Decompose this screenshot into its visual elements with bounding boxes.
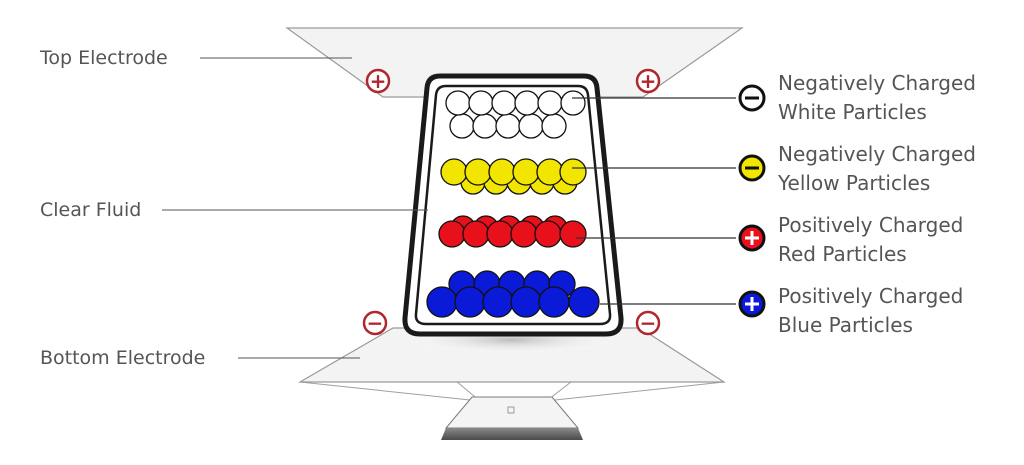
legend-red-line2: Red Particles xyxy=(778,242,907,266)
red-particle xyxy=(486,220,514,248)
legend-yellow-line1: Negatively Charged xyxy=(778,142,976,166)
yellow-particle xyxy=(512,158,540,186)
microcapsule-cell xyxy=(402,73,624,337)
legend-blue-line1: Positively Charged xyxy=(778,284,963,308)
legend-yellow-line2: Yellow Particles xyxy=(777,171,930,195)
blue-particle xyxy=(482,286,514,318)
yellow-particle xyxy=(488,158,516,186)
red-particles xyxy=(438,215,587,248)
white-particle xyxy=(472,113,498,139)
white-particle xyxy=(445,90,471,116)
white-particle xyxy=(541,113,567,139)
bottom-electrode-label: Bottom Electrode xyxy=(40,347,205,369)
white-particle xyxy=(495,113,521,139)
top-electrode-label: Top Electrode xyxy=(39,47,168,69)
svg-text:+: + xyxy=(640,69,657,93)
legend-yellow-minus-icon xyxy=(738,154,766,182)
white-particle xyxy=(560,90,586,116)
legend: Negatively Charged White Particles Negat… xyxy=(572,71,976,337)
svg-text:−: − xyxy=(367,311,384,335)
legend-white-minus-icon xyxy=(738,84,766,112)
legend-blue-plus-icon xyxy=(738,290,766,318)
white-particle xyxy=(468,90,494,116)
red-particle xyxy=(534,220,562,248)
clear-fluid-label: Clear Fluid xyxy=(40,199,141,221)
legend-blue-line2: Blue Particles xyxy=(778,313,913,337)
blue-particle xyxy=(454,286,486,318)
legend-white-line1: Negatively Charged xyxy=(778,71,976,95)
yellow-particle xyxy=(464,158,492,186)
legend-red-line1: Positively Charged xyxy=(778,213,963,237)
svg-text:+: + xyxy=(370,69,387,93)
yellow-particle xyxy=(559,158,587,186)
blue-particle xyxy=(568,286,600,318)
white-particle xyxy=(518,113,544,139)
bottom-right-minus-icon: − xyxy=(635,310,661,336)
white-particle xyxy=(449,113,475,139)
red-particle xyxy=(510,220,538,248)
svg-text:−: − xyxy=(640,311,657,335)
white-particles xyxy=(445,90,586,139)
yellow-particle xyxy=(440,158,468,186)
red-particle xyxy=(438,220,466,248)
top-right-plus-icon: + xyxy=(635,68,661,94)
blue-particle xyxy=(426,286,458,318)
yellow-particle xyxy=(536,158,564,186)
white-particle xyxy=(537,90,563,116)
white-particle xyxy=(491,90,517,116)
red-particle xyxy=(559,220,587,248)
blue-particles xyxy=(426,270,600,318)
red-particle xyxy=(462,220,490,248)
bottom-left-minus-icon: − xyxy=(362,310,388,336)
white-particle xyxy=(514,90,540,116)
top-left-plus-icon: + xyxy=(365,68,391,94)
left-labels: Top Electrode Clear Fluid Bottom Electro… xyxy=(39,47,428,369)
blue-particle xyxy=(510,286,542,318)
legend-white-line2: White Particles xyxy=(778,100,927,124)
top-electrode-plate xyxy=(285,27,744,98)
display-base xyxy=(441,396,583,440)
legend-red-plus-icon xyxy=(738,224,766,252)
blue-particle xyxy=(538,286,570,318)
yellow-particles xyxy=(440,158,587,195)
